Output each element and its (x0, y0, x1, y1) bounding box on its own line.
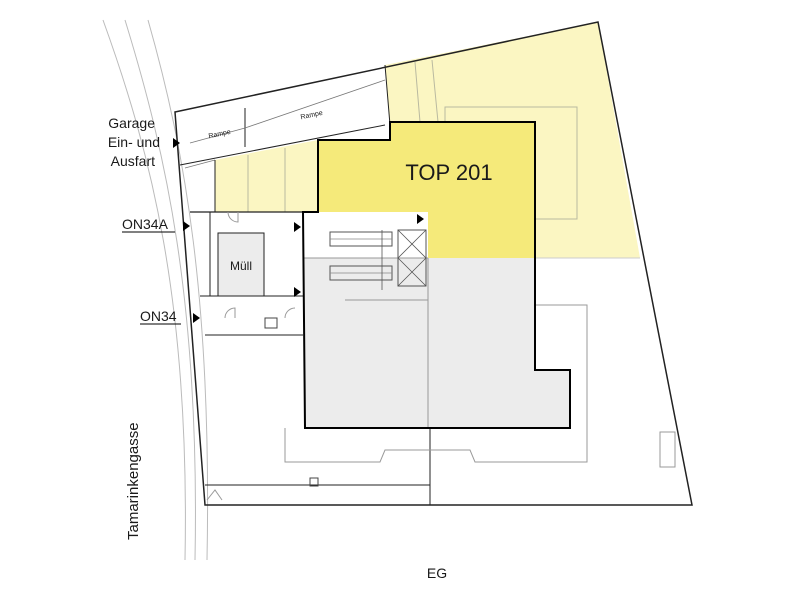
ramp-label-2: Rampe (300, 110, 324, 122)
waste-room-label: Müll (230, 259, 252, 273)
on34-entrance-arrow-icon (193, 313, 200, 323)
entrance-markers (173, 138, 424, 323)
garage-entrance-arrow-icon (173, 138, 180, 148)
on34a-entrance-arrow-icon (183, 221, 190, 231)
street-lines (102, 19, 209, 561)
entrance-on34a-label: ON34A (122, 216, 169, 232)
waste-room (217, 232, 265, 297)
garage-label-line3: Ausfart (111, 153, 155, 169)
core-entrance-arrow-1-icon (294, 222, 301, 232)
garage-label-line1: Garage (108, 115, 155, 131)
top-entrance-arrow-icon (417, 214, 424, 224)
plan-details (284, 257, 676, 468)
unit-top-201[interactable] (318, 122, 535, 258)
unit-label: TOP 201 (405, 160, 492, 185)
staircase (329, 229, 427, 290)
floor-label: EG (427, 565, 447, 581)
ramp-area (179, 64, 391, 212)
left-rooms (190, 211, 431, 505)
garage-label-line2: Ein- und (108, 134, 160, 150)
site-outline (174, 21, 693, 506)
street-label: Tamarinkengasse (125, 422, 142, 540)
yellow-area (215, 22, 640, 258)
building-outline (301, 121, 571, 429)
ramp-label-1: Rampe (208, 129, 232, 141)
core-entrance-arrow-2-icon (294, 287, 301, 297)
entrance-on34-label: ON34 (140, 308, 177, 324)
